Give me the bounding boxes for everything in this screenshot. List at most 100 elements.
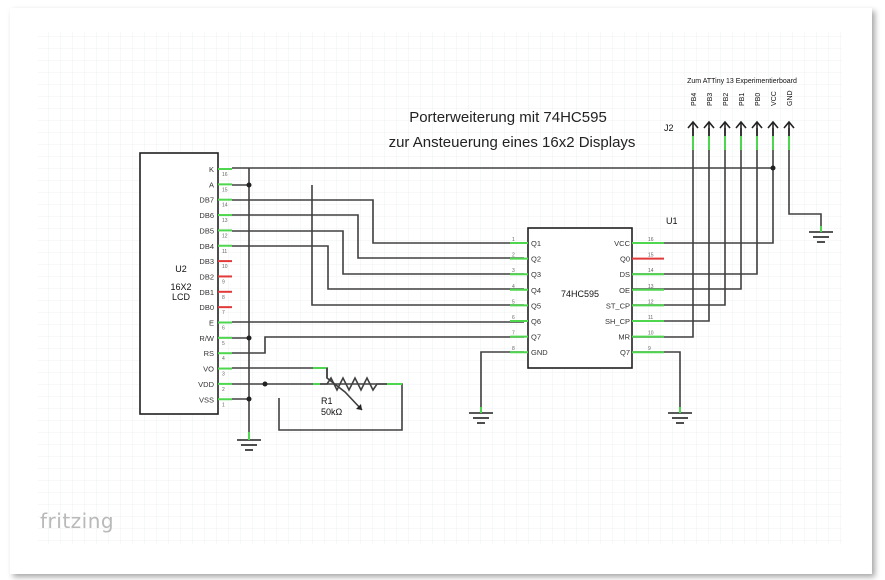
header-title: Zum ATTiny 13 Experimentierboard: [687, 78, 797, 85]
lcd-u2[interactable]: U2 16X2 LCD K16A15DB714DB613DB512DB411DB…: [139, 152, 232, 415]
junction-dot: [246, 396, 252, 402]
lcd-pin-label: DB4: [199, 242, 214, 251]
ic-right-pin-number: 10: [648, 331, 654, 337]
ic-left-pin-number: 5: [512, 299, 515, 305]
ic-left-pin-number: 8: [512, 346, 515, 352]
lcd-pin-label: DB1: [199, 288, 214, 297]
resistor-value: 50kΩ: [321, 407, 343, 417]
lcd-pin-number: 7: [222, 310, 225, 316]
resistor-zigzag: [313, 376, 387, 392]
ic-right-pin-number: 16: [648, 237, 654, 243]
lcd-pin-label: E: [209, 319, 214, 328]
wire-ds: [632, 128, 758, 275]
ground-symbol-q7: [668, 407, 692, 424]
ic-right-pin-number: 12: [648, 299, 654, 305]
lcd-name-2: LCD: [172, 292, 191, 302]
wire-q5: [311, 185, 524, 306]
resistor-wiper: [326, 368, 363, 411]
ic-left-pin-number: 6: [512, 315, 515, 321]
lcd-pin-number: 12: [222, 233, 228, 239]
ground-symbol-ic: [469, 407, 493, 424]
ic-right-pin-number: 9: [648, 346, 651, 352]
junction-dot: [246, 182, 252, 188]
lcd-pin-label: VSS: [199, 395, 214, 404]
lcd-pin-number: 9: [222, 279, 225, 285]
ic-left-pin-label: Q6: [531, 317, 541, 326]
ic-right-pin-number: 14: [648, 268, 654, 274]
header-ref: J2: [664, 123, 674, 133]
lcd-pin-label: VO: [203, 365, 214, 374]
lcd-pin-number: 1: [222, 402, 225, 408]
fritzing-logo: fritzing: [40, 509, 114, 533]
ic-left-pin-number: 2: [512, 253, 515, 259]
lcd-pin-label: DB0: [199, 303, 214, 312]
wire-db6-q2: [232, 214, 524, 259]
lcd-pin-number: 10: [222, 264, 228, 270]
resistor-ref: R1: [321, 396, 333, 406]
wire-oe: [632, 128, 742, 290]
header-pin-label: PB1: [739, 93, 746, 106]
lcd-pin-label: RS: [204, 349, 214, 358]
lcd-pin-number: 5: [222, 341, 225, 347]
header-pin-label: PB0: [755, 93, 762, 106]
ic-right-pin-label: SH_CP: [605, 317, 630, 326]
ic-left-pin-label: Q4: [531, 286, 541, 295]
ic-left-pin-label: Q5: [531, 301, 541, 310]
lcd-pin-number: 4: [222, 356, 225, 362]
wire-db4-q4: [232, 245, 524, 290]
lcd-pin-label: K: [209, 165, 214, 174]
lcd-pin-number: 8: [222, 295, 225, 301]
lcd-pin-number: 13: [222, 218, 228, 224]
potentiometer-r1[interactable]: R1 50kΩ: [313, 367, 402, 417]
lcd-pin-label: DB3: [199, 257, 214, 266]
lcd-pin-number: 2: [222, 387, 225, 393]
junction-dot: [770, 165, 776, 171]
lcd-pin-label: DB7: [199, 196, 214, 205]
lcd-pin-number: 14: [222, 203, 228, 209]
lcd-pin-label: DB6: [199, 211, 214, 220]
ic-right-pin-label: DS: [620, 270, 630, 279]
junction-dot: [262, 381, 268, 387]
lcd-pin-number: 3: [222, 372, 225, 378]
lcd-pin-number: 6: [222, 326, 225, 332]
lcd-ref: U2: [175, 264, 187, 274]
header-pin-label: PB3: [707, 93, 714, 106]
lcd-pin-label: DB5: [199, 226, 214, 235]
lcd-pins: K16A15DB714DB613DB512DB411DB310DB29DB18D…: [198, 165, 232, 408]
ic-left-pin-label: Q2: [531, 255, 541, 264]
header-pin-label: PB2: [723, 93, 730, 106]
junction-dot: [246, 335, 252, 341]
ic-right-pin-label: Q0: [620, 255, 630, 264]
ic-ref: U1: [666, 216, 678, 226]
lcd-pin-number: 16: [222, 172, 228, 178]
ground-symbol-lcd: [237, 432, 261, 451]
title-line-1: Porterweiterung mit 74HC595: [409, 109, 607, 126]
ic-left-pin-label: GND: [531, 348, 548, 357]
ic-left-pin-label: Q1: [531, 239, 541, 248]
ic-body: [527, 227, 633, 369]
ic-left-pin-number: 1: [512, 237, 515, 243]
ic-left-pin-number: 7: [512, 331, 515, 337]
wire-ic-gnd: [480, 351, 524, 408]
wire-vdd: [232, 383, 403, 431]
ic-left-pin-label: Q3: [531, 270, 541, 279]
lcd-pin-label: DB2: [199, 272, 214, 281]
ic-right-pin-label: OE: [619, 286, 630, 295]
ic-right-pin-label: VCC: [614, 239, 630, 248]
ic-left-pin-label: Q7: [531, 333, 541, 342]
ic-right-pin-number: 15: [648, 253, 654, 259]
lcd-body: [139, 152, 219, 415]
wire-db7-q1: [232, 199, 524, 244]
ic-name: 74HC595: [561, 289, 599, 299]
title-line-2: zur Ansteuerung eines 16x2 Displays: [389, 134, 636, 151]
ic-right-pin-label: Q7: [620, 348, 630, 357]
wiper-arrow-icon: [356, 404, 362, 410]
ground-symbol-header: [809, 226, 833, 243]
lcd-pin-number: 11: [222, 249, 227, 255]
ic-right-pin-label: ST_CP: [606, 301, 630, 310]
lcd-pin-label: R/W: [199, 334, 215, 343]
lcd-pin-number: 15: [222, 187, 228, 193]
lcd-name-1: 16X2: [170, 282, 191, 292]
